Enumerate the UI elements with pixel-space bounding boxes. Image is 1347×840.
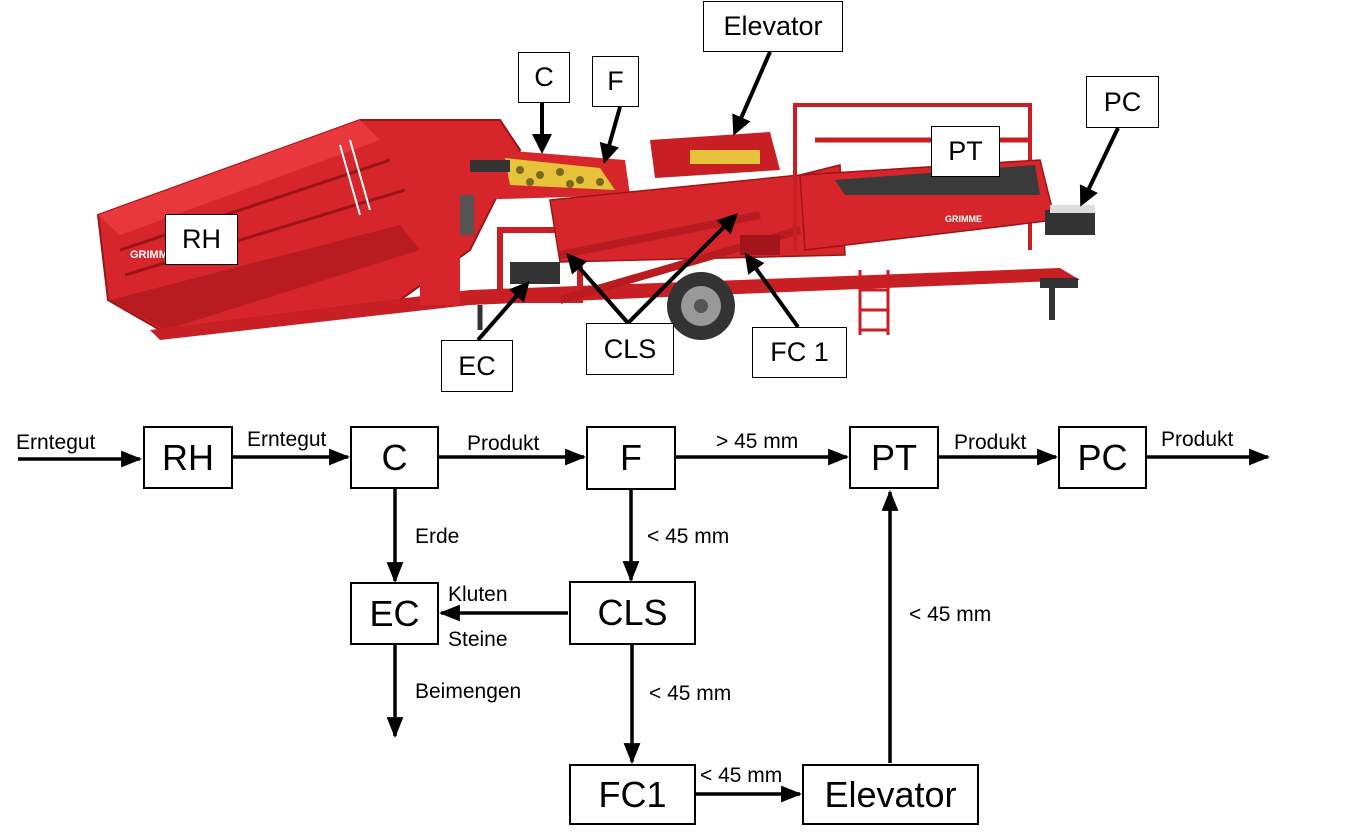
callout-elevator: Elevator xyxy=(703,1,843,52)
edge-label-cls-ec-1: Kluten xyxy=(448,583,508,606)
elevator-body-graphic xyxy=(510,132,846,304)
callout-pc: PC xyxy=(1086,76,1159,128)
brand-text-table: GRIMME xyxy=(945,214,982,224)
node-rh: RH xyxy=(143,426,233,489)
callout-rh: RH xyxy=(165,214,238,265)
callout-cls: CLS xyxy=(586,323,674,375)
callout-ec: EC xyxy=(441,340,513,392)
node-ec: EC xyxy=(350,582,439,645)
edge-label-rh-c: Erntegut xyxy=(247,428,327,451)
callout-c: C xyxy=(518,52,570,103)
picking-table-graphic: GRIMME xyxy=(793,103,1056,251)
product-conveyor-graphic xyxy=(1045,205,1095,235)
edge-label-cls-fc1: < 45 mm xyxy=(649,682,732,705)
edge-label-cls-ec-2: Steine xyxy=(448,628,508,651)
node-f: F xyxy=(586,426,676,490)
callout-f: F xyxy=(592,56,639,107)
edge-label-f-pt: > 45 mm xyxy=(716,430,799,453)
ladder-graphic xyxy=(858,270,890,335)
brand-text-hopper: GRIMME xyxy=(130,249,175,261)
node-pc: PC xyxy=(1058,426,1147,489)
edge-label-fc1-elevator: < 45 mm xyxy=(700,764,783,787)
edge-label-c-f: Produkt xyxy=(467,432,540,455)
node-cls: CLS xyxy=(569,581,696,645)
wheel-graphic xyxy=(667,272,735,340)
edge-label-pc-out: Produkt xyxy=(1161,428,1234,451)
callout-arrows xyxy=(476,51,1120,342)
conveyor-c-f-graphic xyxy=(460,150,630,235)
edge-label-in-rh: Erntegut xyxy=(16,431,96,454)
potato-harvester-illustration: GRIMME G xyxy=(96,51,1120,342)
edge-label-f-cls: < 45 mm xyxy=(647,525,730,548)
receiving-hopper-graphic: GRIMME xyxy=(96,119,522,332)
node-elevator: Elevator xyxy=(802,764,979,825)
edge-label-elevator-pt: < 45 mm xyxy=(909,603,992,626)
edge-label-pt-pc: Produkt xyxy=(954,431,1027,454)
edge-label-c-ec: Erde xyxy=(415,525,460,548)
node-fc1: FC1 xyxy=(569,764,696,825)
callout-pt: PT xyxy=(931,126,1000,177)
node-c: C xyxy=(350,426,439,489)
node-pt: PT xyxy=(849,426,939,489)
edge-label-ec-out: Beimengen xyxy=(415,680,522,703)
callout-fc1: FC 1 xyxy=(752,327,847,378)
